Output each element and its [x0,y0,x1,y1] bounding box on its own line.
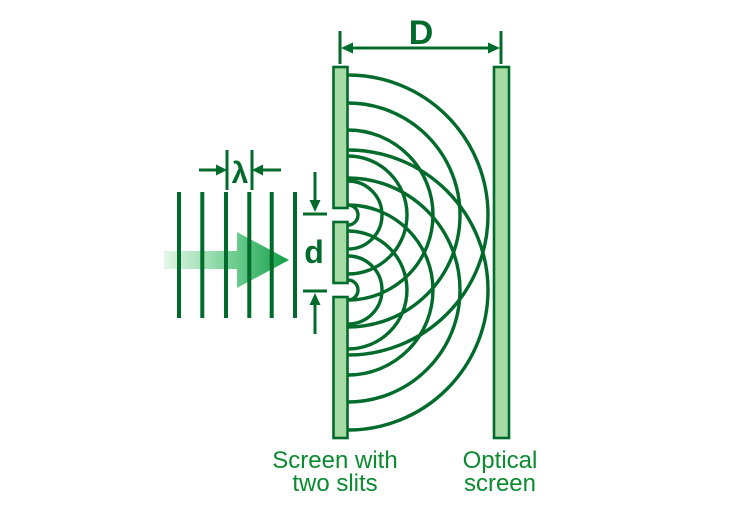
optical-screen-caption-line2: screen [464,470,536,497]
wavelength-dimension: λ [199,150,281,190]
arrowhead-icon [341,42,353,54]
slit-separation-label: d [304,234,324,270]
slit-screen-segment-bottom [332,295,349,440]
screen-distance-dimension: D [338,14,503,64]
plane-wavefronts [177,192,297,318]
arrowhead-icon [237,232,289,288]
slit-screen-caption-line2: two slits [292,470,377,497]
slit-screen-segment-top [332,65,349,210]
wavefront-arc [347,101,462,329]
screen-distance-label: D [409,14,434,52]
slit-separation-dimension: d [303,172,327,334]
optical-screen-bar [492,65,511,440]
arrowhead-icon [216,164,227,176]
arrowhead-icon [252,164,263,176]
circular-wavefronts [347,73,490,432]
wavefront-arc [347,229,409,351]
slit-screen-caption-line1: Screen with [272,447,397,474]
wavefront-arc [347,203,435,377]
wavefront-arc [347,148,490,432]
wavefront-arc [347,179,384,251]
captions: Screen with two slits Optical screen [272,447,537,497]
arrowhead-icon [309,293,321,305]
slit-screen [332,65,349,440]
arrowhead-icon [488,42,500,54]
wavefront-arc [347,176,462,404]
wavefront-arc [347,254,384,326]
wavefront-arc [347,203,360,227]
optical-screen-caption-line1: Optical [463,447,538,474]
wavefront-arc [347,73,490,357]
wavelength-label: λ [232,157,249,190]
arrowhead-icon [309,200,321,212]
wavefront-arc [347,278,360,302]
slit-screen-segment-middle [332,220,349,285]
optical-screen [492,65,511,440]
